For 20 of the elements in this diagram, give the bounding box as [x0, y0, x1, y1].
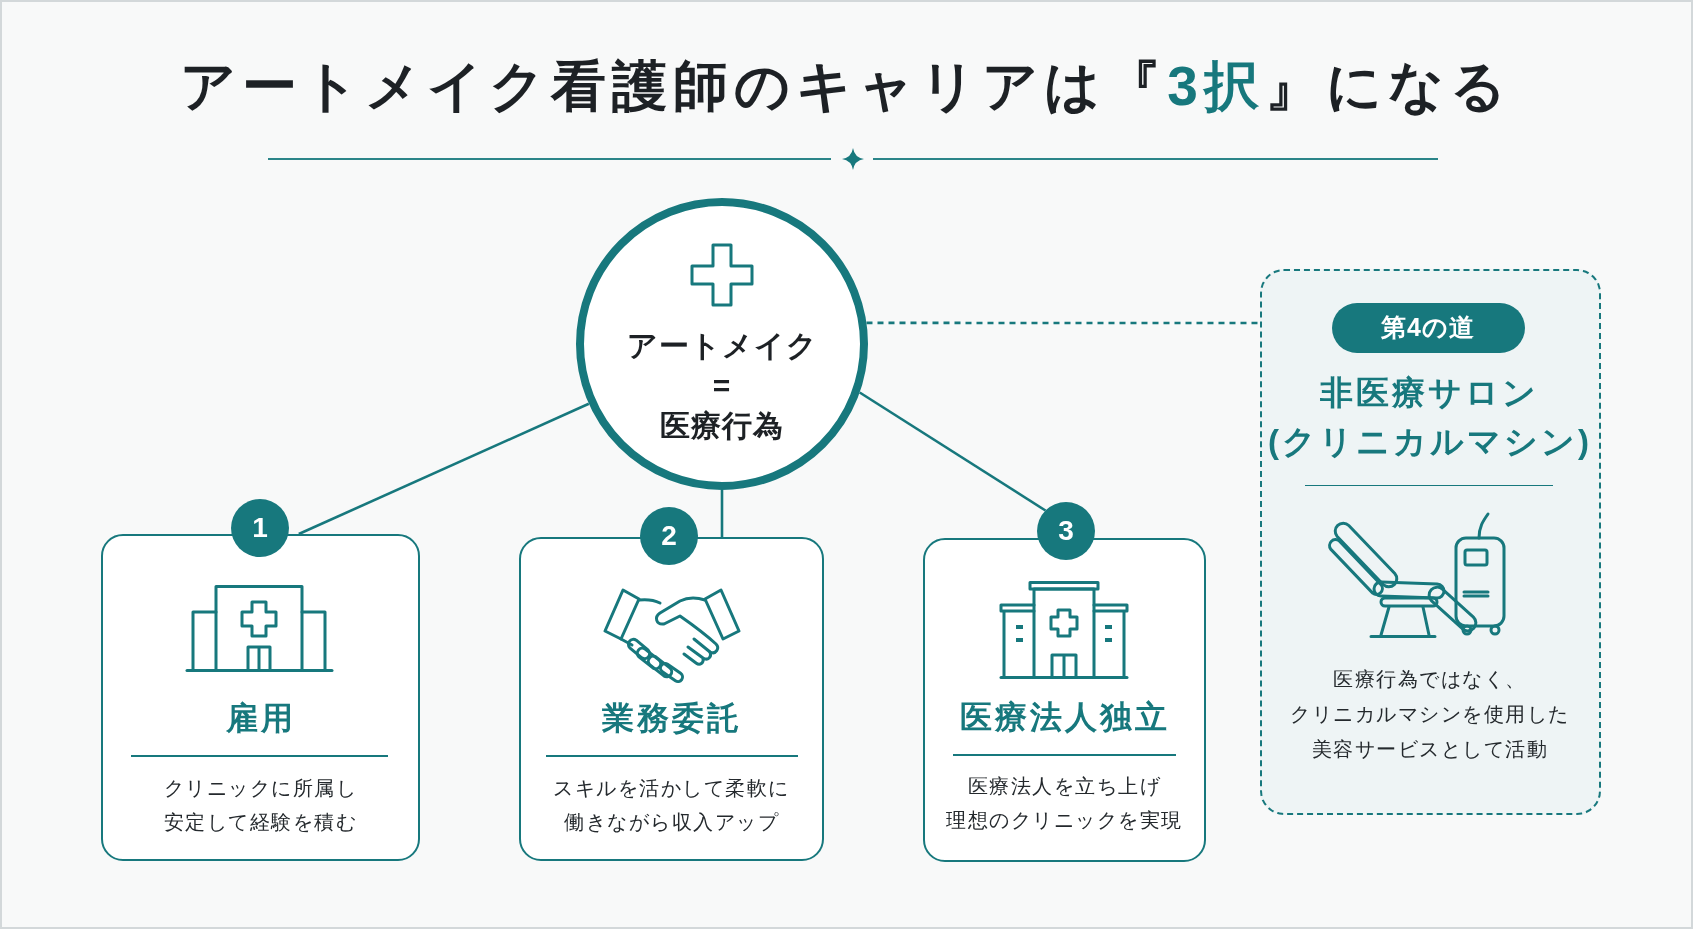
connector-line — [859, 391, 1047, 512]
number-badge: 2 — [640, 507, 698, 565]
dashed-connector — [866, 321, 1260, 325]
circle-text: アートメイク=医療行為 — [626, 327, 818, 444]
title: アートメイク看護師のキャリアは『3択』になる — [180, 54, 1512, 119]
card-heading: 雇用 — [225, 699, 296, 738]
number-badge: 1 — [231, 499, 289, 557]
card-heading: 業務委託 — [601, 699, 742, 738]
card-text: スキルを活かして柔軟に働きながら収入アップ — [553, 776, 790, 835]
tag-pill: 第4の道 — [1331, 302, 1525, 353]
card-text: 医療法人を立ち上げ理想のクリニックを実現 — [946, 773, 1183, 833]
number-badge: 3 — [1037, 502, 1095, 560]
option-card — [923, 538, 1206, 862]
card-text: クリニックに所属し安定して経験を積む — [163, 776, 358, 835]
panel-heading: 非医療サロン(クリニカルマシン) — [1268, 373, 1592, 462]
connector-line — [720, 490, 724, 537]
panel-text: 医療行為ではなく、クリニカルマシンを使用した美容サービスとして活動 — [1290, 666, 1570, 761]
dashed-panel — [1260, 269, 1601, 815]
connector-line — [298, 402, 590, 536]
card-heading: 医療法人独立 — [959, 698, 1170, 737]
